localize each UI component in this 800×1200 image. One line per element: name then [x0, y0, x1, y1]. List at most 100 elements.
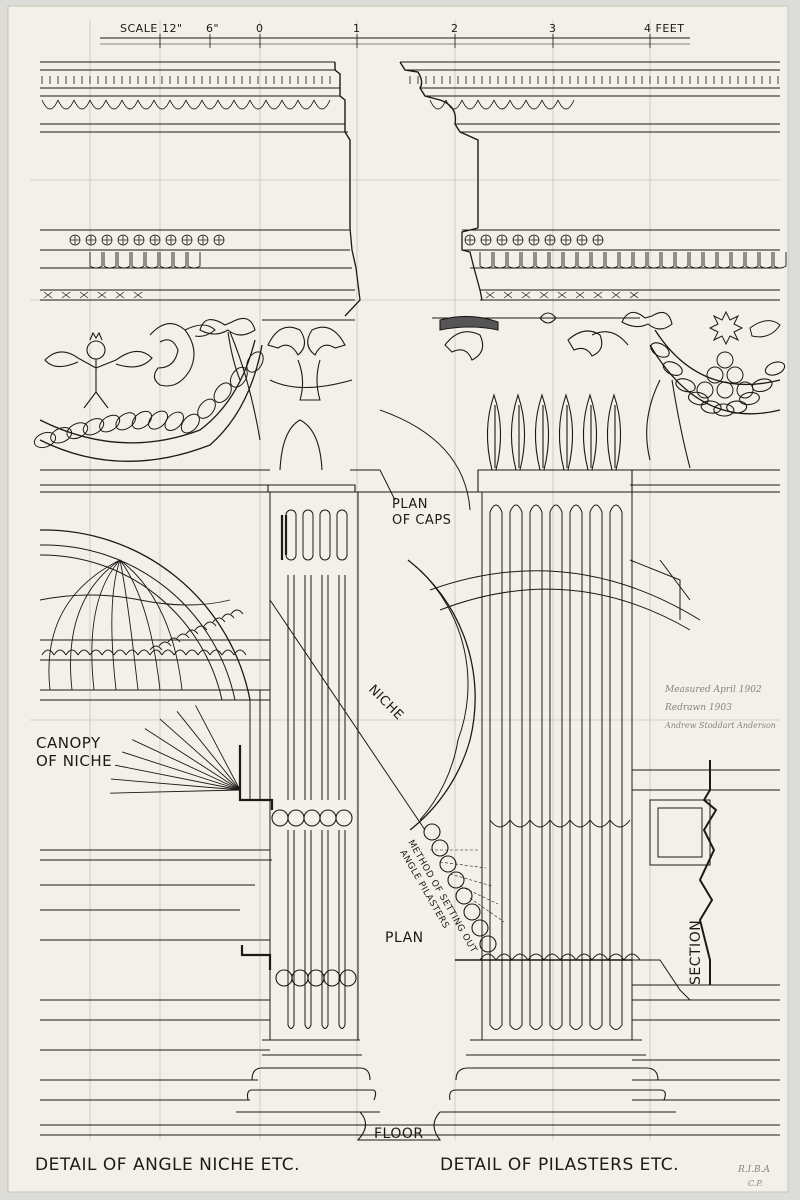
flute-channel — [609, 504, 623, 1030]
flute-line — [321, 830, 329, 1029]
rosette-cross — [577, 235, 587, 245]
plan-scallop — [511, 953, 529, 961]
egg-motif — [201, 99, 219, 110]
egg-motif — [525, 99, 543, 110]
x-mark — [557, 291, 567, 299]
bead-motif — [689, 252, 703, 269]
scallop — [455, 887, 473, 905]
x-mark — [593, 291, 603, 299]
fan-scallop — [212, 617, 226, 623]
rosette-cross — [214, 235, 224, 245]
setting-out-line — [439, 861, 487, 869]
label-plan: PLAN — [392, 497, 428, 512]
scallop — [447, 871, 465, 889]
garland-leaf — [33, 431, 57, 449]
dado-mouldings-left — [40, 745, 780, 1136]
bead-motif — [703, 252, 717, 269]
egg-motif — [73, 99, 91, 110]
rosette-cross — [481, 235, 491, 245]
left-pilaster-shaft — [269, 492, 359, 1040]
label-plan-lower: PLAN — [385, 930, 424, 946]
ribbon-bow-left — [199, 317, 261, 441]
canopy-fan — [110, 609, 244, 794]
flute-channel — [529, 504, 543, 1030]
paper-sheet — [7, 5, 789, 1193]
setting-out-line — [459, 885, 499, 905]
flute-channel — [549, 504, 563, 1030]
fan-scallop — [230, 609, 244, 615]
plan-scallop — [575, 953, 593, 961]
egg-motif — [509, 99, 527, 110]
canopy-ribs — [39, 559, 247, 691]
egg-motif — [557, 99, 575, 110]
flute-channel — [489, 504, 503, 1030]
bead-motif — [521, 252, 535, 269]
garland-leaf — [82, 418, 105, 436]
frieze-borders — [40, 469, 780, 493]
pencil-initials: C.P. — [748, 1179, 763, 1188]
bead-motif — [619, 252, 633, 269]
niche-plan-arcs — [269, 409, 701, 961]
canopy-arch — [209, 649, 223, 656]
garland-leaf — [246, 351, 264, 373]
canopy-arch — [53, 649, 67, 656]
flute-line — [321, 575, 329, 800]
fan-rib — [176, 711, 241, 791]
bead-motif — [577, 252, 591, 269]
garland-leaf — [650, 342, 670, 358]
canopy-rib — [91, 559, 121, 691]
bead-motif — [549, 252, 563, 269]
acanthus-leaf — [510, 393, 526, 471]
plan-flute-scallops — [271, 809, 497, 987]
fruit — [716, 351, 734, 369]
flute-line — [287, 575, 295, 800]
plan-scallop — [591, 953, 609, 961]
bead-motif — [605, 252, 619, 269]
setting-out-lines — [430, 849, 505, 923]
egg-motif — [105, 99, 123, 110]
plan-scallop — [495, 953, 513, 961]
egg-motif — [297, 99, 315, 110]
label-of-niche: OF NICHE — [36, 752, 112, 770]
x-mark — [61, 291, 71, 299]
bead-motif — [745, 252, 759, 269]
garland-leaf — [213, 382, 232, 404]
egg-motif — [185, 99, 203, 110]
flute-scallop — [549, 819, 571, 828]
label-of-caps: OF CAPS — [392, 513, 451, 528]
scale-tick-1: 1 — [353, 22, 361, 35]
plan-scallop — [543, 953, 561, 961]
egg-motif — [169, 99, 187, 110]
rosette-cross — [102, 235, 112, 245]
bead-motif — [563, 252, 577, 269]
scale-tick-6in: 6" — [206, 22, 219, 35]
construction-lines — [30, 20, 780, 1140]
garland-leaf — [700, 400, 722, 414]
garland-leaf — [675, 378, 696, 393]
pencil-note-redrawn: Redrawn 1903 — [664, 703, 732, 713]
canopy-arch — [65, 649, 79, 656]
label-canopy: CANOPY — [36, 734, 101, 752]
flute-line — [304, 575, 312, 800]
canopy-arch — [125, 649, 139, 656]
garland-leaf — [738, 391, 760, 406]
canopy-rib — [119, 559, 183, 691]
flute-scallop — [489, 819, 511, 828]
bead-motif — [731, 252, 745, 269]
x-mark — [43, 291, 53, 299]
acanthus-leaf — [582, 393, 598, 471]
cornice-moulding — [40, 61, 780, 228]
canopy-arch — [137, 649, 151, 656]
egg-motif — [313, 99, 331, 110]
festoon-garland-left — [33, 339, 264, 462]
rosette-cross — [561, 235, 571, 245]
egg-and-dart-band-lower — [89, 252, 787, 269]
setting-out-line — [449, 873, 493, 887]
plan-scallop — [607, 953, 625, 961]
bead-motif — [675, 252, 689, 269]
flute-scallop — [529, 819, 551, 828]
canopy-arch — [149, 649, 163, 656]
fan-rib — [110, 789, 241, 794]
scale-tick-2: 2 — [451, 22, 459, 35]
